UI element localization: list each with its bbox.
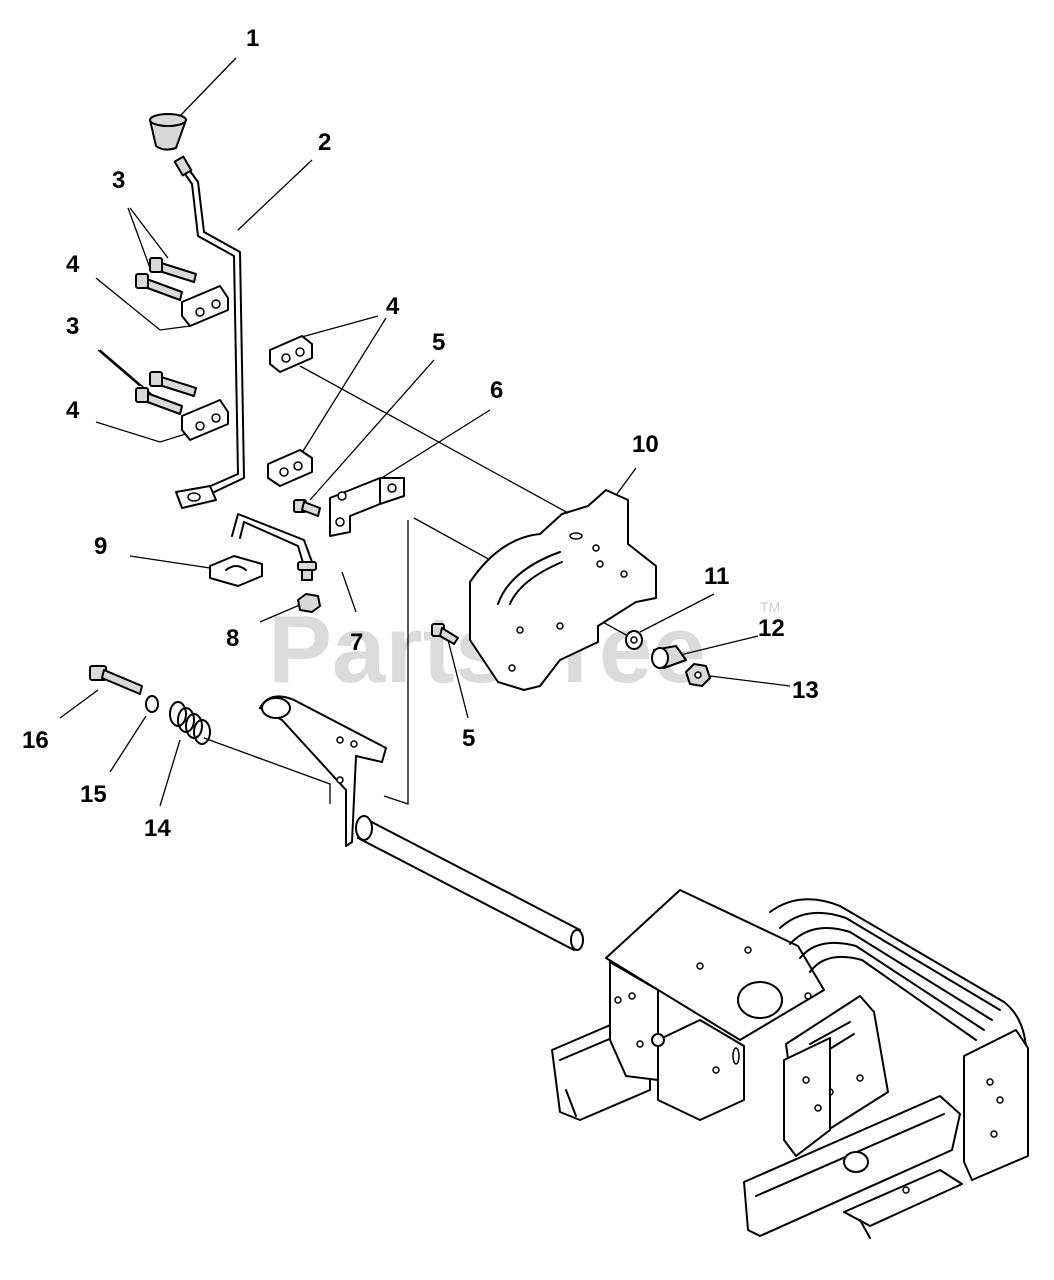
part-bushing bbox=[651, 645, 687, 669]
part-knob bbox=[149, 113, 187, 151]
callout-11: 11 bbox=[704, 563, 729, 590]
callout-5: 5 bbox=[462, 725, 475, 752]
callout-4: 4 bbox=[66, 397, 80, 424]
callout-3: 3 bbox=[112, 167, 125, 194]
part-shift-plate bbox=[469, 489, 657, 691]
callout-4: 4 bbox=[386, 293, 400, 320]
callout-16: 16 bbox=[22, 727, 49, 754]
part-shift-lever bbox=[173, 155, 245, 509]
part-pivot-bolt bbox=[297, 561, 317, 581]
part-lock-washer bbox=[145, 695, 159, 713]
callouts: 1 2 3 4 3 4 4 5 6 10 9 11 12 8 7 13 16 5… bbox=[22, 25, 819, 842]
part-spring bbox=[169, 701, 211, 745]
leader-lines bbox=[59, 57, 791, 807]
watermark-trademark: TM bbox=[760, 599, 780, 615]
callout-2: 2 bbox=[318, 129, 331, 156]
callout-13: 13 bbox=[792, 677, 819, 704]
part-bolts-lower bbox=[135, 371, 197, 415]
part-bolts-upper bbox=[135, 257, 197, 301]
part-screws bbox=[293, 499, 459, 645]
part-cross-shaft bbox=[355, 815, 584, 951]
callout-5: 5 bbox=[432, 329, 445, 356]
callout-4: 4 bbox=[66, 251, 80, 278]
callout-8: 8 bbox=[226, 625, 239, 652]
part-bracket bbox=[329, 477, 405, 537]
callout-6: 6 bbox=[490, 377, 503, 404]
callout-9: 9 bbox=[94, 533, 107, 560]
callout-10: 10 bbox=[632, 431, 659, 458]
part-frame bbox=[551, 889, 1029, 1239]
part-pivot-arm bbox=[259, 695, 387, 847]
part-washer bbox=[625, 630, 643, 650]
part-nut bbox=[685, 663, 711, 687]
part-clamp-blocks bbox=[181, 285, 313, 487]
part-rod bbox=[231, 513, 313, 567]
callout-14: 14 bbox=[144, 815, 171, 842]
callout-15: 15 bbox=[80, 781, 107, 808]
callout-1: 1 bbox=[246, 25, 259, 52]
part-clip bbox=[209, 555, 263, 587]
part-long-bolt bbox=[89, 665, 143, 695]
callout-12: 12 bbox=[758, 615, 785, 642]
callout-3: 3 bbox=[66, 313, 79, 340]
callout-7: 7 bbox=[350, 629, 363, 656]
part-nut-small bbox=[297, 593, 321, 613]
